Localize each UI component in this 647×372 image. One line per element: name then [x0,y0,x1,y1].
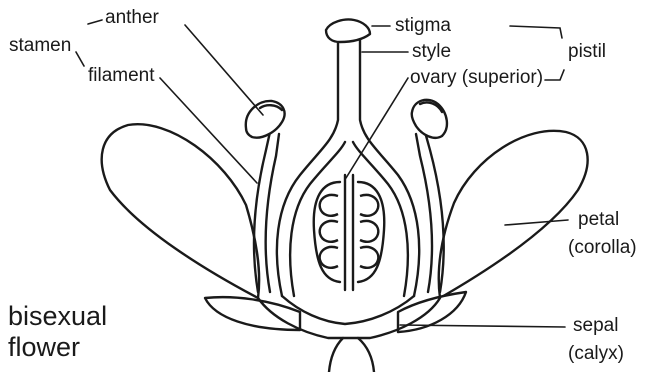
ovary-septum [345,175,353,290]
label-pistil: pistil [568,42,606,62]
receptacle-inner [282,296,414,324]
left-ovules [320,195,338,268]
label-calyx: (calyx) [568,344,624,364]
label-corolla: (corolla) [568,238,637,258]
stem [329,338,374,372]
label-petal: petal [578,210,619,230]
right-ovules [360,195,378,268]
left-petal [102,124,259,298]
label-stigma: stigma [395,16,451,36]
label-filament: filament [88,66,155,86]
right-anther [412,100,447,138]
label-style: style [412,42,451,62]
label-anther: anther [105,8,159,28]
diagram-title-line1: bisexual [8,302,107,330]
right-petal [439,131,588,298]
ovary-wall-outer [277,40,419,296]
stigma-shape [326,19,370,42]
label-sepal: sepal [573,316,618,336]
left-sepal [205,297,300,330]
diagram-title-line2: flower [8,333,80,361]
label-ovary: ovary (superior) [410,68,543,88]
label-stamen: stamen [9,36,71,56]
